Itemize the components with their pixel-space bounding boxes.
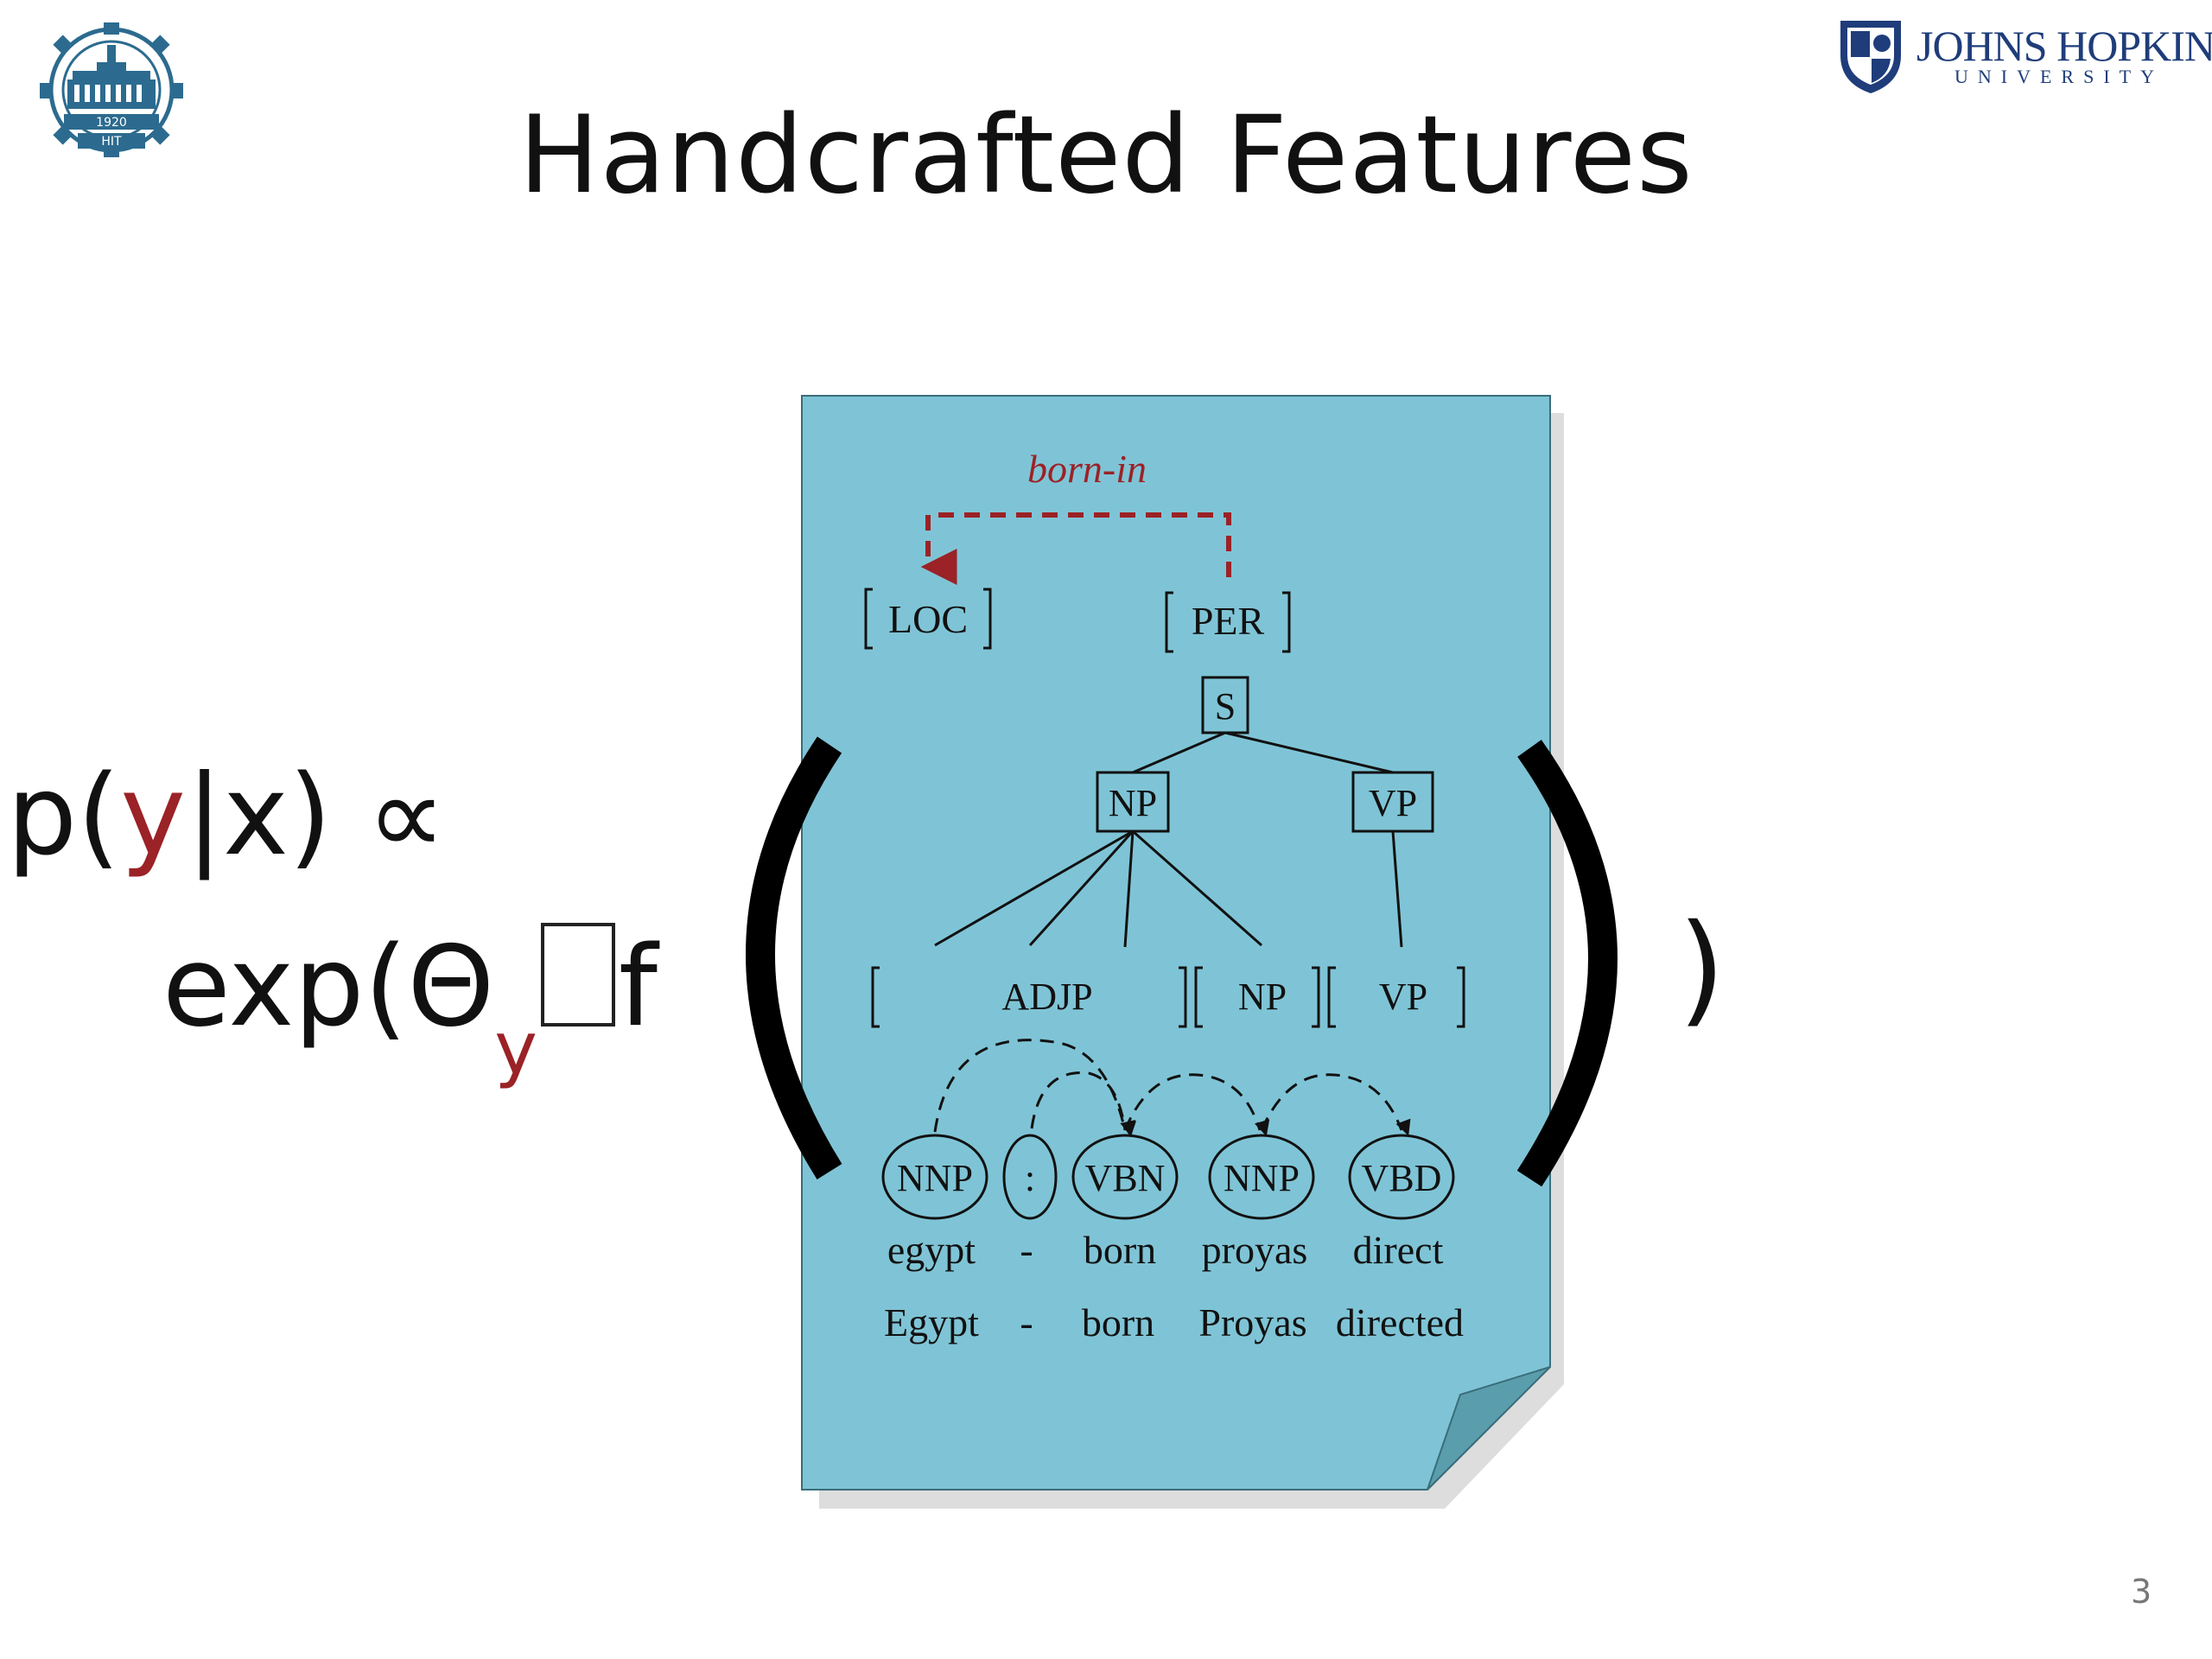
formula-line-1: p(y|x) ∝ (7, 752, 446, 880)
tree-edges (934, 731, 1403, 948)
formula-close-paren: ) (1678, 899, 1726, 1039)
chunk-np: NP (1238, 976, 1287, 1018)
hit-logo: 1920 HIT (40, 22, 183, 157)
dependency-arcs (933, 1039, 1411, 1138)
chunk-vp: VP (1379, 976, 1427, 1018)
relation-label: born-in (1027, 447, 1147, 491)
formula-subscript-y: y (494, 1006, 537, 1090)
node-s: S (1215, 685, 1236, 728)
node-np: NP (1109, 782, 1157, 824)
slide-title: Handcrafted Features (518, 93, 1694, 218)
lower-word-3: born (1084, 1228, 1156, 1272)
word-1: Egypt (884, 1300, 979, 1344)
word-3: born (1082, 1300, 1154, 1344)
entity-loc: LOC (888, 597, 968, 641)
pos-tag-1: NNP (897, 1157, 973, 1199)
jhu-logo: JOHNS HOPKINS UNIVERSITY (1830, 12, 2212, 99)
hit-logo-year: 1920 (96, 116, 127, 130)
node-vp: VP (1369, 782, 1417, 824)
relation-arrow (920, 512, 1231, 585)
pos-tag-2: : (1025, 1157, 1035, 1199)
formula-f: f (618, 923, 658, 1052)
pos-tag-3: VBN (1085, 1157, 1166, 1199)
word-5: directed (1336, 1300, 1464, 1344)
formula-p: p( (7, 752, 121, 880)
jhu-name: JOHNS HOPKINS (1916, 22, 2212, 70)
big-left-paren (746, 736, 842, 1180)
jhu-subtitle: UNIVERSITY (1955, 66, 2164, 87)
formula-given-x: |x) ∝ (185, 752, 446, 880)
lower-word-2: - (1020, 1228, 1033, 1272)
chunk-adjp: ADJP (1001, 976, 1092, 1018)
pos-tag-5: VBD (1362, 1157, 1442, 1199)
pos-tag-4: NNP (1224, 1157, 1300, 1199)
word-4: Proyas (1198, 1300, 1306, 1344)
page-number: 3 (2131, 1573, 2152, 1611)
formula-exp-theta: exp(Θ (162, 923, 495, 1052)
word-2: - (1020, 1300, 1033, 1344)
entity-per: PER (1192, 599, 1265, 643)
formula-y: y (120, 752, 186, 880)
chunk-brackets (871, 966, 1465, 1028)
big-right-paren (1516, 740, 1618, 1187)
pos-ellipses (881, 1134, 1455, 1220)
lower-word-5: direct (1353, 1228, 1444, 1272)
lower-word-1: egypt (887, 1228, 976, 1272)
document-fold (1427, 1366, 1551, 1491)
jhu-shield-icon (1840, 21, 1901, 93)
lower-word-4: proyas (1202, 1228, 1308, 1272)
hit-logo-abbr: HIT (101, 135, 122, 149)
missing-glyph-box (540, 923, 615, 1027)
